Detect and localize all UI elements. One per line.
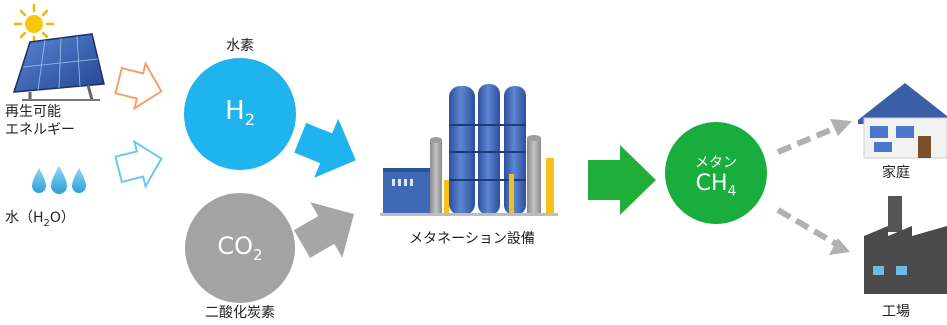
renewable-line-1: 再生可能: [5, 104, 61, 120]
water-prefix: 水（H: [5, 210, 44, 226]
co2-formula: CO2: [185, 232, 295, 264]
house-icon: [858, 83, 947, 159]
hydrogen-caption: 水素: [226, 38, 254, 54]
co2-main: CO: [217, 232, 254, 260]
ch4-formula: CH4: [665, 171, 767, 199]
home-caption: 家庭: [882, 165, 910, 181]
solar-panel-icon: [12, 33, 105, 101]
renewable-line-2: エネルギー: [5, 121, 75, 138]
water-drops-icon: [32, 166, 86, 194]
dashed-arrow-factory: [776, 207, 850, 255]
water-label: 水（H2O）: [5, 210, 75, 230]
methane-name: メタン: [695, 155, 737, 171]
sun-icon: [13, 3, 55, 45]
water-suffix: O）: [49, 210, 75, 226]
factory-icon: [864, 196, 947, 294]
factory-caption: 工場: [882, 304, 910, 320]
ch4-main: CH: [695, 171, 728, 196]
outline-arrow-blue: [114, 139, 163, 189]
gray-arrow: [294, 202, 354, 258]
co2-circle: [185, 193, 295, 303]
facility-caption: メタネーション設備: [409, 231, 535, 247]
green-arrow: [588, 145, 656, 215]
ch4-sub: 4: [727, 183, 737, 200]
hydrogen-circle: [184, 58, 296, 170]
methane-circle: [665, 122, 767, 224]
h2-sub: 2: [244, 110, 255, 130]
water-sub: 2: [43, 217, 50, 229]
dashed-arrow-home: [776, 119, 852, 155]
h2-formula: H2: [184, 96, 296, 129]
renewable-energy-label: 再生可能 エネルギー: [5, 104, 75, 139]
h2-main: H: [225, 96, 245, 126]
outline-arrow-orange: [114, 61, 163, 111]
co2-caption: 二酸化炭素: [205, 305, 275, 321]
blue-arrow: [294, 118, 356, 178]
co2-sub: 2: [253, 245, 263, 264]
methanation-plant-icon: [380, 84, 558, 216]
